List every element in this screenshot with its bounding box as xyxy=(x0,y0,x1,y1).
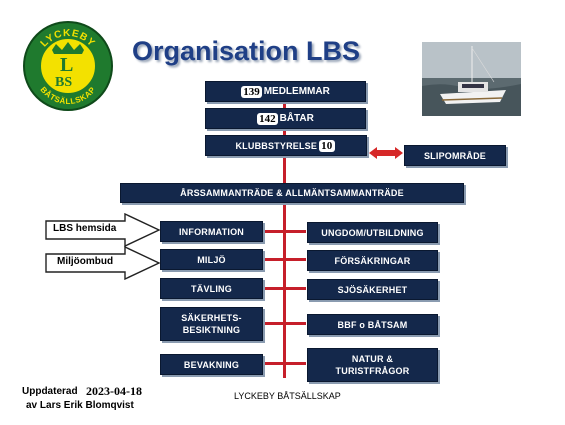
logo-emblem: LYCKEBY BÅTSÄLLSKAP xyxy=(23,21,113,111)
footer-org: LYCKEBY BÅTSÄLLSKAP xyxy=(234,391,341,401)
connector-row-1 xyxy=(262,230,306,233)
left-box-tavling: TÄVLING xyxy=(160,278,263,299)
right-box-label-line1: NATUR & xyxy=(351,354,394,364)
right-arrow-icon xyxy=(45,213,161,247)
connector-row-4 xyxy=(262,322,306,325)
club-logo: LYCKEBY BÅTSÄLLSKAP L BS xyxy=(22,20,114,112)
right-arrow-icon xyxy=(45,246,161,280)
right-box-label: FÖRSÄKRINGAR xyxy=(334,255,411,266)
slip-label: SLIPOMRÅDE xyxy=(423,150,486,161)
updated-label: Uppdaterad xyxy=(22,386,78,397)
left-box-miljo: MILJÖ xyxy=(160,249,263,270)
right-box-bbf: BBF o BÅTSAM xyxy=(307,314,438,335)
annual-meeting-label: ÅRSSAMMANTRÄDE & ALLMÄNTSAMMANTRÄDE xyxy=(180,188,404,198)
arrow-lbs-hemsida: LBS hemsida xyxy=(45,213,161,247)
left-box-label-line1: SÄKERHETS- xyxy=(181,313,242,323)
boat-photo xyxy=(422,42,521,116)
right-box-label: BBF o BÅTSAM xyxy=(337,319,408,330)
arrow-label-lbs-hemsida: LBS hemsida xyxy=(53,223,117,234)
left-box-label: INFORMATION xyxy=(178,226,245,237)
annual-meeting-box: ÅRSSAMMANTRÄDE & ALLMÄNTSAMMANTRÄDE xyxy=(120,183,464,203)
right-box-label-line2: TURISTFRÅGOR xyxy=(335,366,410,376)
boats-box: 142 BÅTAR xyxy=(205,108,366,129)
logo-letters: BS xyxy=(55,75,73,90)
left-box-information: INFORMATION xyxy=(160,221,263,242)
members-label: MEDLEMMAR xyxy=(263,86,330,97)
left-box-bevakning: BEVAKNING xyxy=(160,354,263,375)
board-box: KLUBBSTYRELSE 10 xyxy=(205,135,367,156)
right-box-forsakringar: FÖRSÄKRINGAR xyxy=(307,250,438,271)
right-box-label: UNGDOM/UTBILDNING xyxy=(321,227,424,238)
board-label: KLUBBSTYRELSE xyxy=(235,140,318,151)
right-box-label: SJÖSÄKERHET xyxy=(337,284,408,295)
boats-label: BÅTAR xyxy=(279,113,314,124)
members-count: 139 xyxy=(241,85,262,98)
boat-photo-image xyxy=(422,42,521,116)
left-box-sakerhetsbesiktning: SÄKERHETS- BESIKTNING xyxy=(160,307,263,341)
right-box-ungdom: UNGDOM/UTBILDNING xyxy=(307,222,438,243)
updated-date: 2023-04-18 xyxy=(86,384,142,398)
right-box-natur: NATUR & TURISTFRÅGOR xyxy=(307,348,438,382)
logo-letter: L xyxy=(60,54,74,76)
updated-by: av Lars Erik Blomqvist xyxy=(26,400,134,411)
left-box-label-line2: BESIKTNING xyxy=(182,325,241,335)
connector-row-3 xyxy=(262,287,306,290)
left-box-label: BEVAKNING xyxy=(183,359,240,370)
board-count: 10 xyxy=(319,139,335,152)
right-box-sjosakerhet: SJÖSÄKERHET xyxy=(307,279,438,300)
double-arrow-icon xyxy=(369,147,403,159)
arrow-label-miljoombud: Miljöombud xyxy=(57,256,114,267)
boats-count: 142 xyxy=(257,112,278,125)
slip-box: SLIPOMRÅDE xyxy=(404,145,506,166)
connector-row-2 xyxy=(262,258,306,261)
connector-row-5 xyxy=(262,362,306,365)
page-title: Organisation LBS xyxy=(132,36,361,66)
left-box-label: MILJÖ xyxy=(197,254,226,265)
arrow-miljoombud: Miljöombud xyxy=(45,246,161,280)
left-box-label: TÄVLING xyxy=(191,283,232,294)
members-box: 139 MEDLEMMAR xyxy=(205,81,366,102)
